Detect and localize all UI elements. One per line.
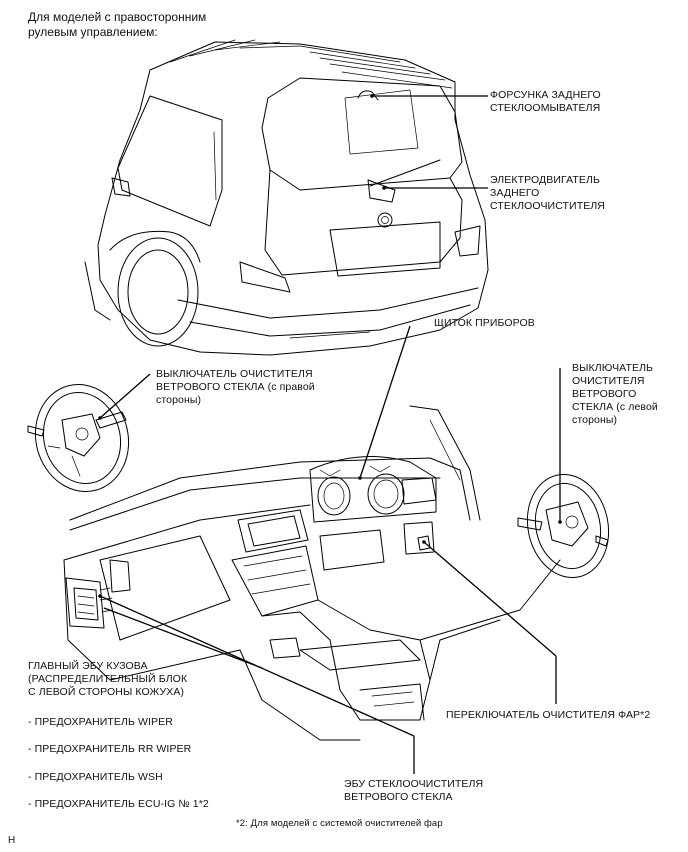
page-title: Для моделей с правосторонним рулевым упр…	[28, 10, 207, 39]
corner-mark: H	[8, 835, 16, 846]
label-windshield-wiper-ecu: ЭБУ СТЕКЛООЧИСТИТЕЛЯ ВЕТРОВОГО СТЕКЛА	[344, 778, 484, 803]
label-instrument-panel: ЩИТОК ПРИБОРОВ	[434, 317, 535, 329]
dashboard-illustration	[63, 405, 561, 741]
label-fuse-rr-wiper: - ПРЕДОХРАНИТЕЛЬ RR WIPER	[28, 743, 192, 755]
label-rear-washer-nozzle: ФОРСУНКА ЗАДНЕГО СТЕКЛООМЫВАТЕЛЯ	[490, 89, 601, 114]
label-fuse-ecu-ig: - ПРЕДОХРАНИТЕЛЬ ECU-IG № 1*2	[28, 798, 209, 810]
leader-lines	[98, 94, 562, 774]
label-rear-wiper-motor: ЭЛЕКТРОДВИГАТЕЛЬ ЗАДНЕГО СТЕКЛООЧИСТИТЕЛ…	[490, 174, 605, 212]
footnote: *2: Для моделей с системой очистителей ф…	[236, 818, 443, 829]
label-fuse-wsh: - ПРЕДОХРАНИТЕЛЬ WSH	[28, 771, 163, 783]
label-headlamp-cleaner-switch: ПЕРЕКЛЮЧАТЕЛЬ ОЧИСТИТЕЛЯ ФАР*2	[446, 709, 651, 721]
steering-wheel-left-illustration	[27, 383, 130, 493]
label-wiper-switch-right: ВЫКЛЮЧАТЕЛЬ ОЧИСТИТЕЛЯ ВЕТРОВОГО СТЕКЛА …	[156, 368, 315, 406]
label-fuse-wiper: - ПРЕДОХРАНИТЕЛЬ WIPER	[28, 716, 173, 728]
steering-wheel-right-illustration	[517, 473, 610, 579]
label-main-body-ecu: ГЛАВНЫЙ ЭБУ КУЗОВА (РАСПРЕДЕЛИТЕЛЬНЫЙ БЛ…	[28, 660, 188, 698]
vehicle-rear-illustration	[84, 39, 489, 356]
label-wiper-switch-left: ВЫКЛЮЧАТЕЛЬ ОЧИСТИТЕЛЯ ВЕТРОВОГО СТЕКЛА …	[572, 362, 658, 426]
